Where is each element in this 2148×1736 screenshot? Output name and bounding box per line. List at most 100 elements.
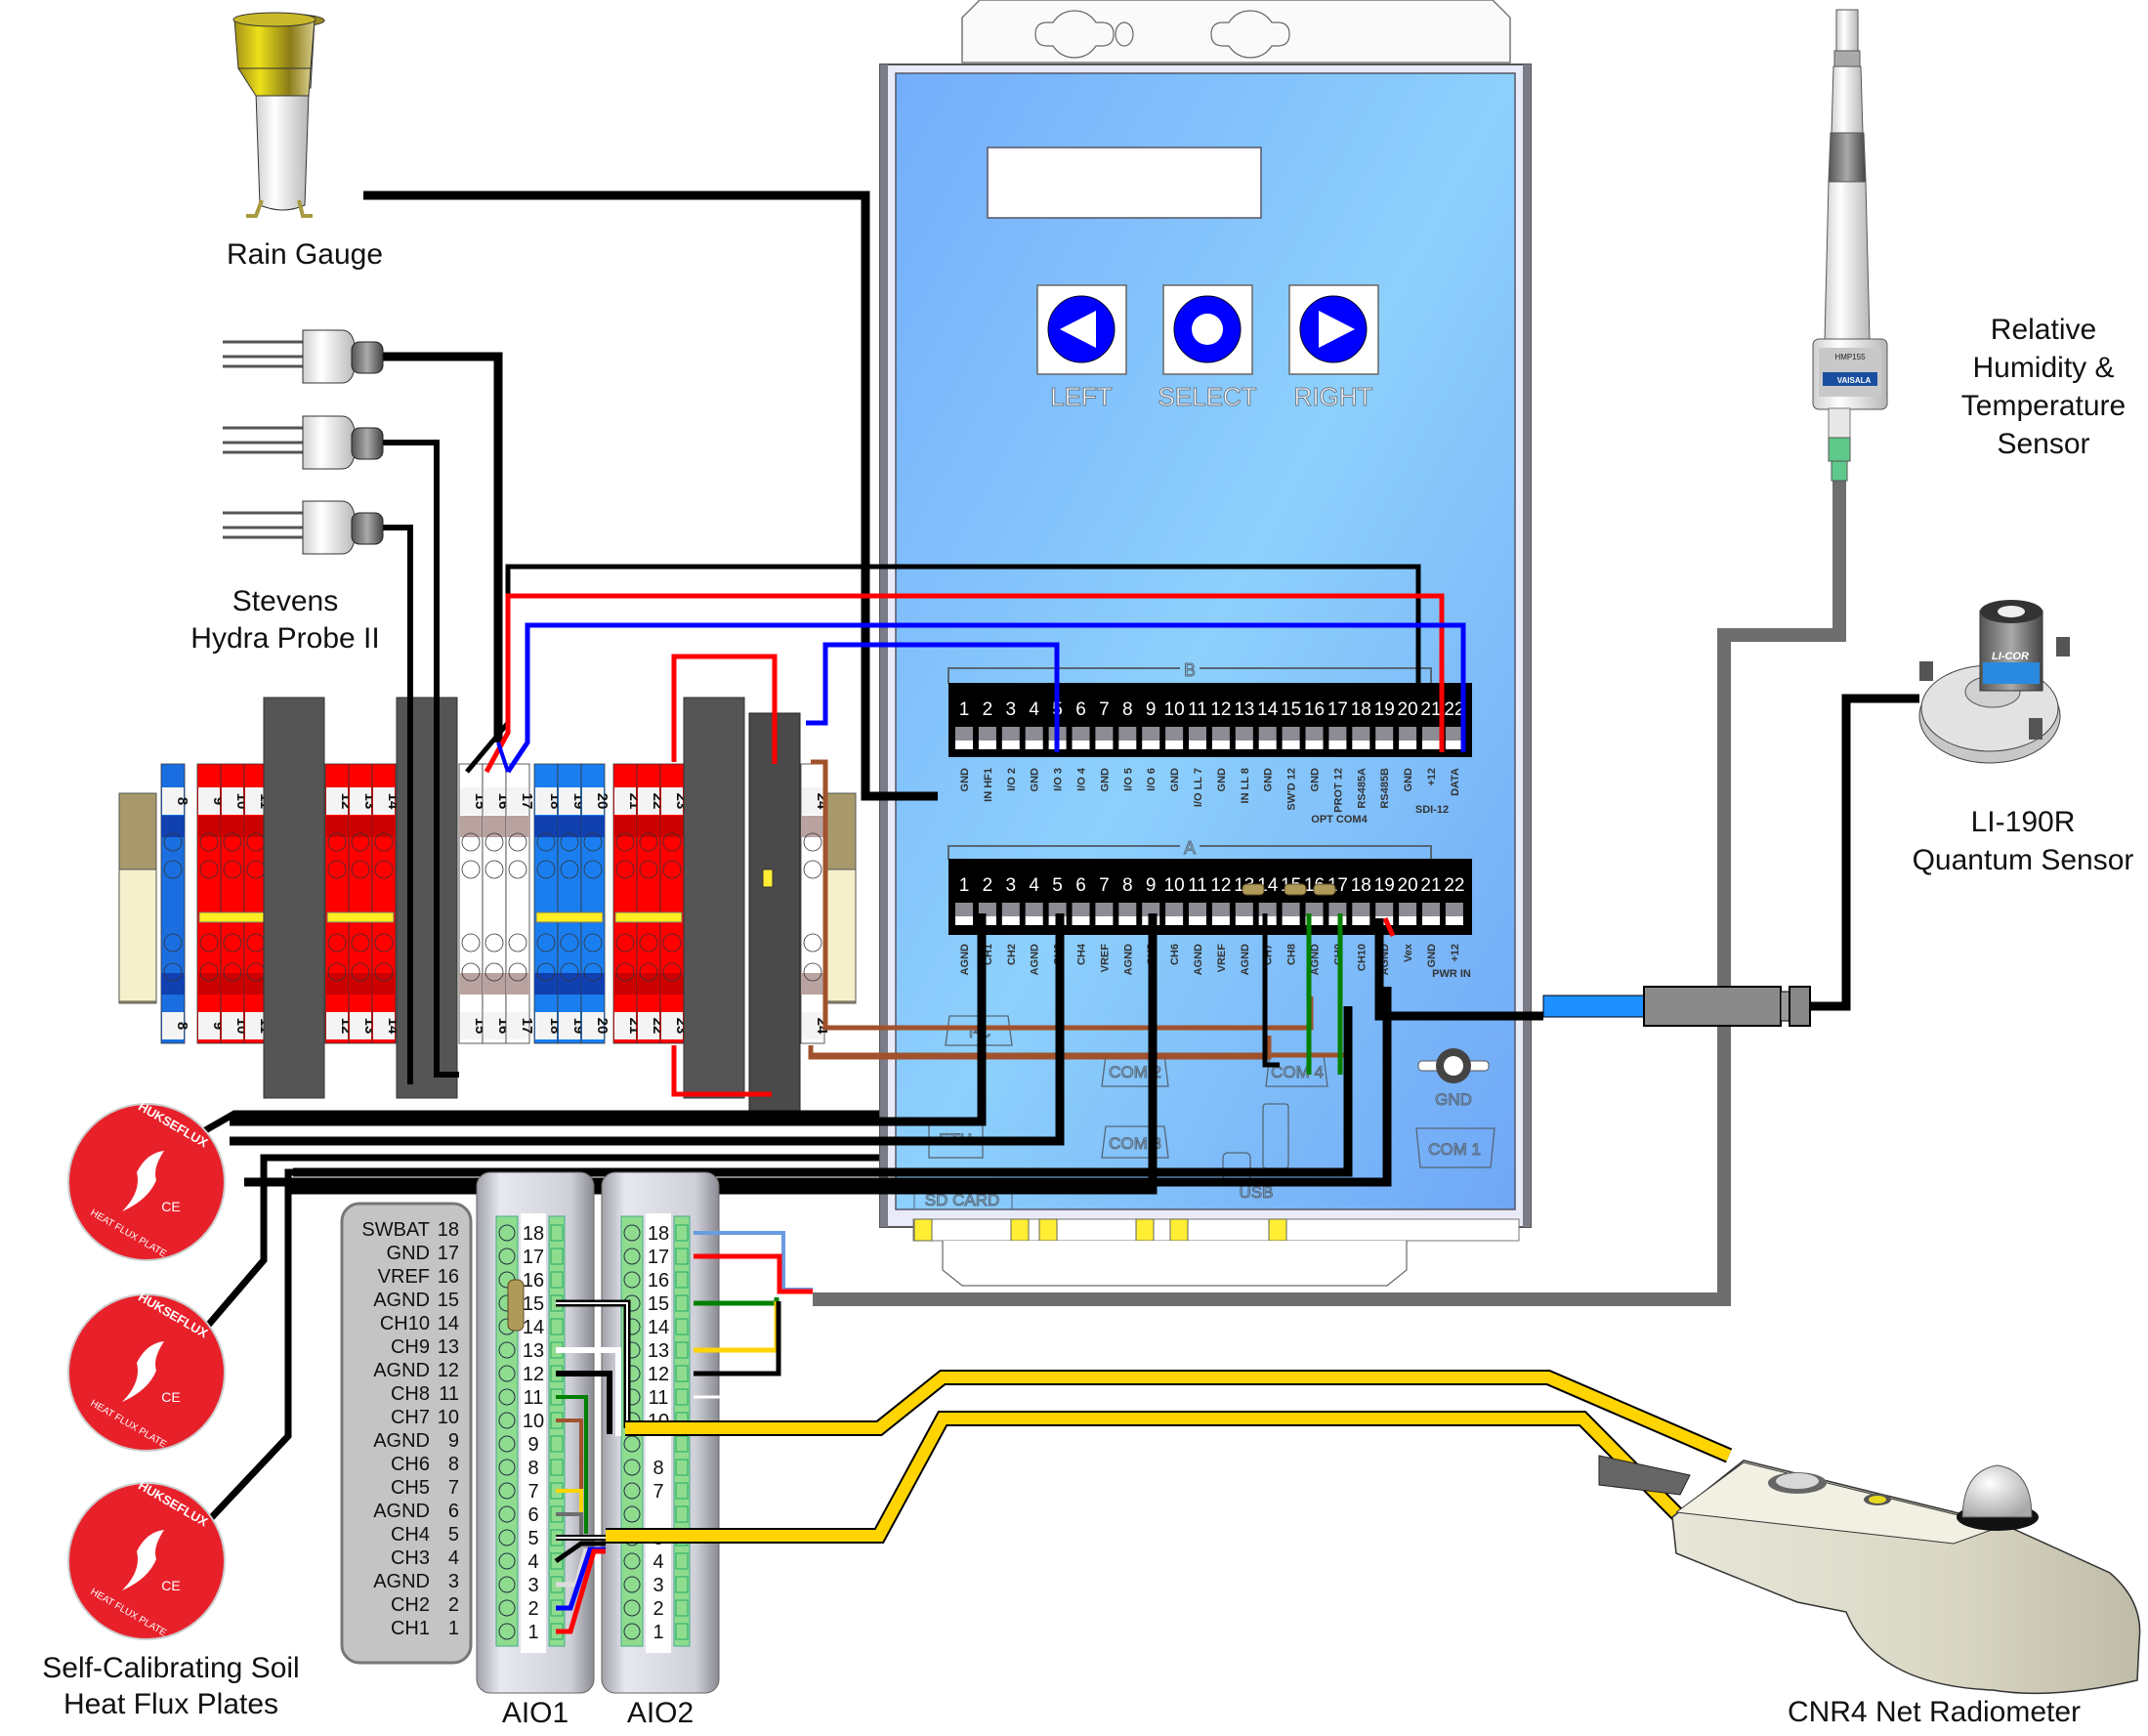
terminal-screw[interactable]	[1282, 727, 1300, 741]
terminal-screw[interactable]	[1165, 727, 1184, 741]
aio-screw[interactable]	[623, 1271, 641, 1289]
terminal-screw[interactable]	[955, 903, 973, 916]
aio-screw[interactable]	[623, 1576, 641, 1593]
terminal-screw[interactable]	[1258, 903, 1277, 916]
terminal-screw[interactable]	[1142, 727, 1160, 741]
terminal-screw[interactable]	[1189, 903, 1206, 916]
terminal-screw[interactable]	[1142, 903, 1160, 916]
terminal-screw[interactable]	[978, 903, 996, 916]
aio-screw[interactable]	[623, 1482, 641, 1500]
aio-terminal-slot	[675, 1459, 689, 1476]
aio-screw[interactable]	[623, 1623, 641, 1640]
terminal-screw[interactable]	[1399, 903, 1417, 916]
keyhole-slot	[1034, 10, 1115, 59]
terminal-screw[interactable]	[1328, 727, 1347, 741]
aio-screw[interactable]	[498, 1623, 516, 1640]
aio-screw[interactable]	[498, 1599, 516, 1617]
terminal-screw[interactable]	[1118, 903, 1137, 916]
terminal-slot	[1352, 916, 1370, 925]
terminal-screw[interactable]	[1375, 727, 1394, 741]
terminal-screw[interactable]	[1399, 727, 1417, 741]
terminal-block-8[interactable]: 88	[160, 763, 190, 1044]
aio-screw[interactable]	[623, 1599, 641, 1617]
terminal-screw[interactable]	[1118, 727, 1137, 741]
aio-screw[interactable]	[498, 1388, 516, 1406]
terminal-screw[interactable]	[1095, 727, 1114, 741]
terminal-screw[interactable]	[1422, 903, 1440, 916]
terminal-screw[interactable]	[955, 727, 973, 741]
terminal-screw[interactable]	[1165, 903, 1184, 916]
terminal-screw[interactable]	[1072, 903, 1090, 916]
terminal-screw[interactable]	[1001, 727, 1020, 741]
terminal-screw[interactable]	[1258, 727, 1277, 741]
aio-screw[interactable]	[498, 1435, 516, 1453]
terminal-screw[interactable]	[1282, 903, 1300, 916]
terminal-pin-number: 19	[1374, 699, 1395, 720]
terminal-screw[interactable]	[1375, 903, 1394, 916]
aio-screw[interactable]	[623, 1505, 641, 1523]
aio-screw[interactable]	[623, 1435, 641, 1453]
aio-screw[interactable]	[498, 1412, 516, 1429]
terminal-screw[interactable]	[1422, 727, 1440, 741]
right-button[interactable]	[1288, 284, 1379, 375]
terminal-screw[interactable]	[978, 727, 996, 741]
terminal-screw[interactable]	[1072, 727, 1090, 741]
aio-screw[interactable]	[498, 1224, 516, 1242]
terminal-slot	[1072, 741, 1090, 749]
aio-screw[interactable]	[623, 1459, 641, 1476]
aio-screw[interactable]	[623, 1248, 641, 1265]
terminal-screw[interactable]	[1328, 903, 1347, 916]
terminal-screw[interactable]	[1305, 903, 1324, 916]
aio-pin-number: 9	[527, 1434, 538, 1456]
terminal-screw[interactable]	[1025, 903, 1043, 916]
terminal-screw[interactable]	[1305, 727, 1324, 741]
aio-screw[interactable]	[623, 1552, 641, 1570]
aio-screw[interactable]	[498, 1365, 516, 1382]
terminal-screw[interactable]	[1352, 903, 1370, 916]
aio-screw[interactable]	[498, 1341, 516, 1359]
pinout-pin: 7	[448, 1477, 459, 1499]
i2c-port[interactable]	[945, 1015, 1013, 1046]
aio-screw[interactable]	[498, 1248, 516, 1265]
com1-port[interactable]	[1415, 1127, 1495, 1168]
gnd-lug[interactable]	[1417, 1048, 1490, 1083]
terminal-block-9[interactable]: 99	[196, 763, 227, 1044]
terminal-screw[interactable]	[1095, 903, 1114, 916]
aio-screw[interactable]	[498, 1482, 516, 1500]
aio-screw[interactable]	[498, 1576, 516, 1593]
aio-pin-number: 5	[527, 1528, 538, 1549]
terminal-screw[interactable]	[1211, 727, 1230, 741]
terminal-screw[interactable]	[1001, 903, 1020, 916]
terminal-pin-number: 10	[1164, 699, 1185, 720]
terminal-screw[interactable]	[1445, 727, 1463, 741]
terminal-pin-label: CH8	[1286, 944, 1298, 965]
com3-port[interactable]	[1101, 1125, 1169, 1159]
aio-screw[interactable]	[498, 1529, 516, 1546]
terminal-screw[interactable]	[1352, 727, 1370, 741]
terminal-slot	[955, 741, 973, 749]
aio-screw[interactable]	[498, 1505, 516, 1523]
aio-screw[interactable]	[623, 1224, 641, 1242]
select-button[interactable]	[1162, 284, 1253, 375]
terminal-screw[interactable]	[1048, 903, 1067, 916]
terminal-screw[interactable]	[1235, 903, 1253, 916]
terminal-screw[interactable]	[1211, 903, 1230, 916]
aio-screw[interactable]	[498, 1552, 516, 1570]
terminal-screw[interactable]	[1025, 727, 1043, 741]
terminal-screw[interactable]	[1189, 727, 1206, 741]
terminal-screw[interactable]	[1235, 727, 1253, 741]
left-button[interactable]	[1036, 284, 1127, 375]
terminal-number: 17	[519, 793, 535, 810]
aio-screw[interactable]	[498, 1459, 516, 1476]
terminal-screw[interactable]	[1445, 903, 1463, 916]
